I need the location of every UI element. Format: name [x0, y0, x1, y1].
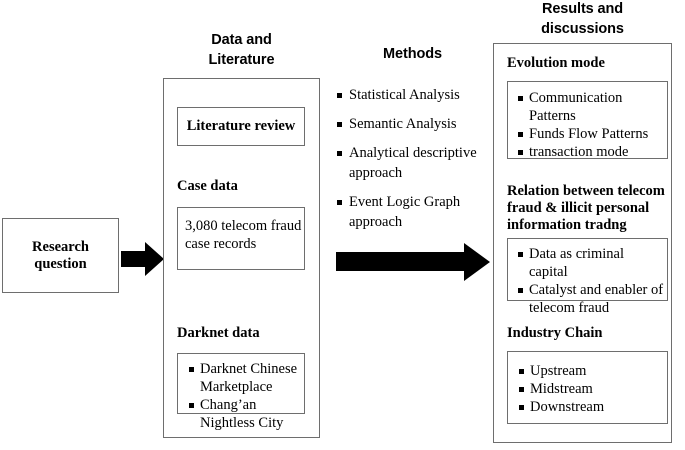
literature-review-box: Literature review — [177, 107, 305, 146]
arrow-research-to-data — [121, 241, 165, 277]
methods-list: Statistical Analysis Semantic Analysis A… — [336, 85, 491, 232]
industry-chain-list: Upstream Midstream Downstream — [508, 352, 667, 416]
research-question-line2: question — [34, 255, 87, 272]
relation-list: Data as criminal capital Catalyst and en… — [508, 239, 667, 317]
evolution-mode-list: Communication Patterns Funds Flow Patter… — [508, 82, 667, 161]
industry-chain-title: Industry Chain — [507, 325, 603, 341]
list-item: Catalyst and enabler of telecom fraud — [517, 281, 664, 317]
list-item: Communication Patterns — [517, 89, 663, 125]
data-literature-heading-line2: Literature — [208, 52, 275, 68]
list-item: Data as criminal capital — [517, 245, 664, 281]
arrow-methods-to-results — [336, 243, 491, 281]
data-literature-heading: Data and Literature — [163, 30, 320, 70]
list-item: Downstream — [518, 398, 663, 416]
relation-title: Relation between telecom fraud & illicit… — [507, 183, 670, 234]
case-data-text-line1: 3,080 telecom fraud — [185, 218, 302, 234]
darknet-data-title: Darknet data — [177, 325, 260, 341]
literature-review-label: Literature review — [186, 118, 296, 134]
relation-title-line1: Relation between telecom — [507, 183, 665, 199]
results-heading: Results and discussions — [493, 0, 672, 39]
results-heading-line1: Results and — [541, 1, 624, 17]
list-item: Upstream — [518, 362, 663, 380]
list-item: Analytical descriptive approach — [336, 143, 491, 183]
list-item: Chang’an Nightless City — [188, 396, 300, 432]
darknet-data-list: Darknet Chinese Marketplace Chang’an Nig… — [178, 354, 304, 432]
list-item: Statistical Analysis — [336, 85, 491, 105]
evolution-mode-title: Evolution mode — [507, 55, 605, 71]
relation-title-line2: fraud & illicit personal — [507, 200, 650, 216]
list-item: Funds Flow Patterns — [517, 125, 663, 143]
list-item: Semantic Analysis — [336, 114, 491, 134]
methods-heading: Methods — [383, 46, 442, 62]
list-item: Midstream — [518, 380, 663, 398]
relation-title-line3: information tradng — [507, 217, 627, 233]
arrow-right-icon — [336, 243, 490, 281]
relation-box: Data as criminal capital Catalyst and en… — [507, 238, 668, 316]
methods-list-wrapper: Statistical Analysis Semantic Analysis A… — [336, 85, 491, 241]
list-item: transaction mode — [517, 143, 663, 161]
industry-chain-box: Upstream Midstream Downstream — [507, 351, 668, 424]
evolution-mode-box: Communication Patterns Funds Flow Patter… — [507, 81, 668, 161]
arrow-right-icon — [121, 242, 164, 276]
research-question-box: Research question — [2, 218, 119, 293]
data-literature-heading-line1: Data and — [211, 32, 272, 48]
case-data-text-line2: case records — [185, 236, 257, 252]
darknet-data-box: Darknet Chinese Marketplace Chang’an Nig… — [177, 353, 305, 431]
list-item: Darknet Chinese Marketplace — [188, 360, 300, 396]
results-heading-line2: discussions — [541, 21, 624, 37]
research-question-line1: Research — [32, 238, 89, 255]
case-data-box: 3,080 telecom fraud case records — [177, 207, 305, 270]
list-item: Event Logic Graph approach — [336, 192, 491, 232]
case-data-title: Case data — [177, 178, 238, 194]
